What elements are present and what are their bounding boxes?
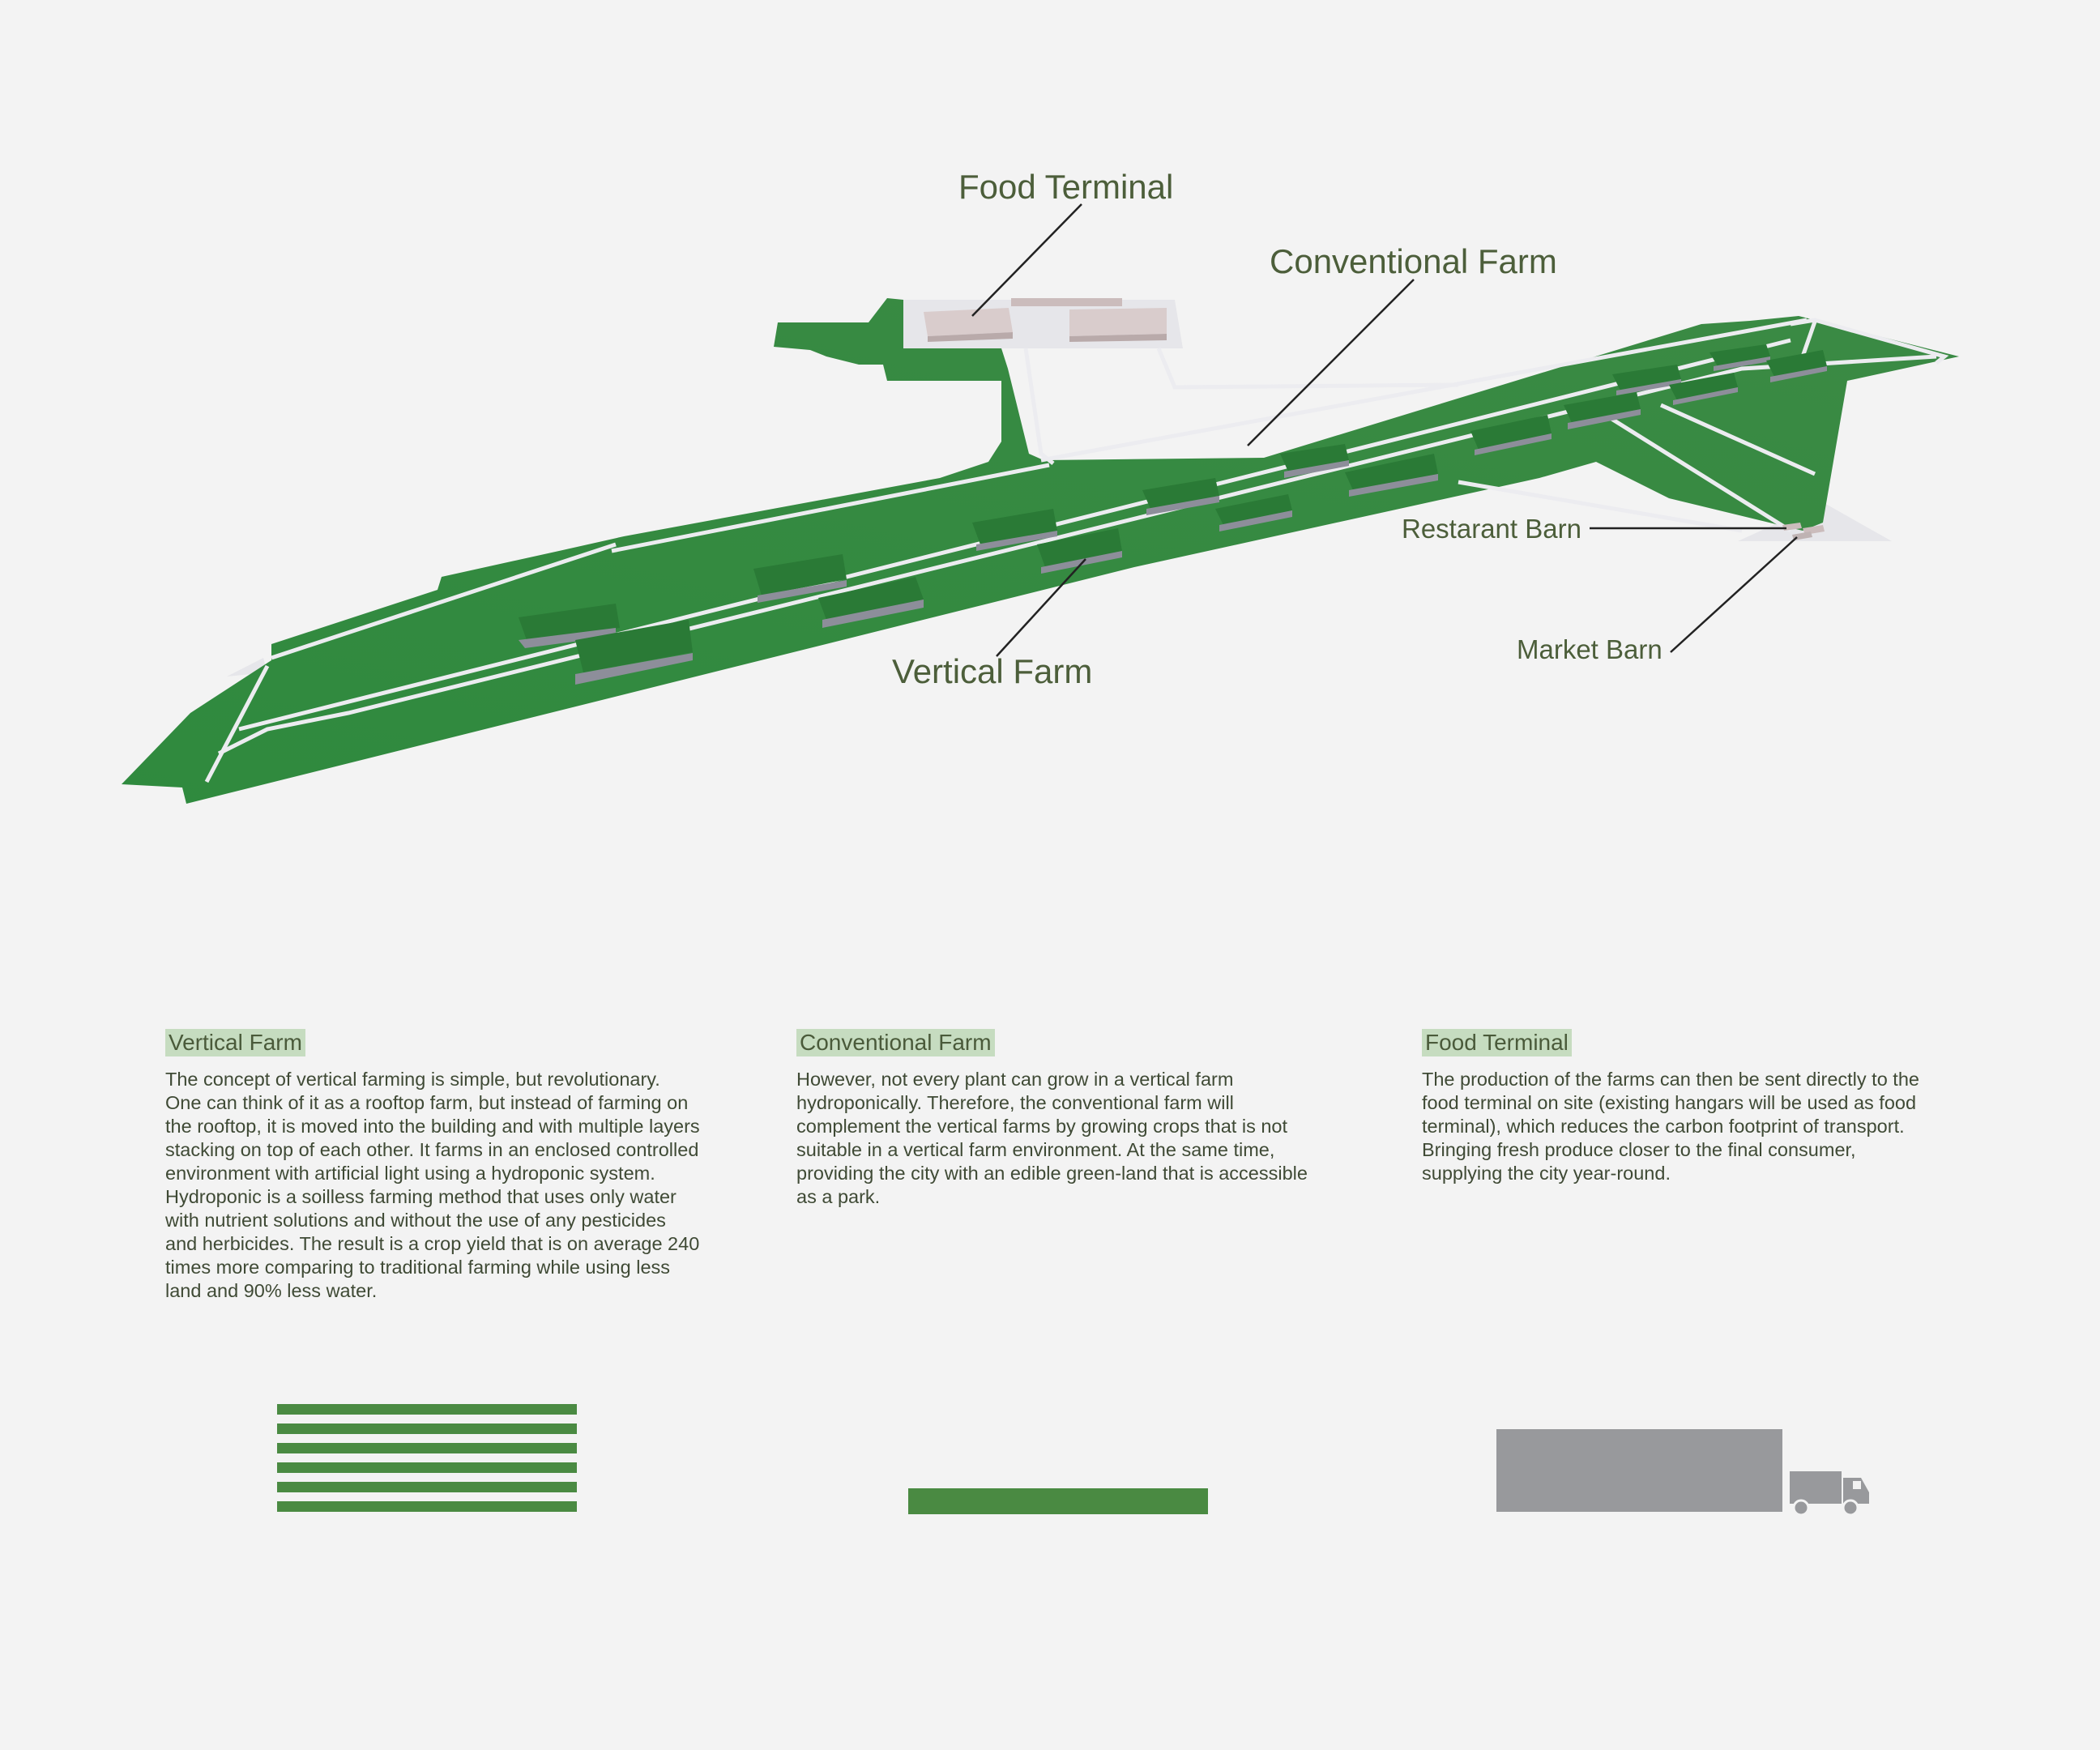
label-market-barn: Market Barn: [1517, 634, 1662, 664]
column-food-terminal: Food Terminal The production of the farm…: [1422, 1029, 1940, 1185]
column-title: Vertical Farm: [165, 1029, 305, 1056]
column-title: Conventional Farm: [796, 1029, 995, 1056]
column-title: Food Terminal: [1422, 1029, 1572, 1056]
single-layer-icon: [908, 1488, 1208, 1514]
label-vertical-farm: Vertical Farm: [892, 652, 1092, 690]
column-vertical-farm: Vertical Farm The concept of vertical fa…: [165, 1029, 700, 1303]
barns: [1782, 523, 1825, 540]
callout-leaders: [971, 203, 1798, 657]
label-food-terminal: Food Terminal: [958, 168, 1173, 206]
column-body: However, not every plant can grow in a v…: [796, 1069, 1308, 1207]
column-body: The production of the farms can then be …: [1422, 1069, 1919, 1184]
food-terminal-hangars: [924, 298, 1167, 342]
column-conventional-farm: Conventional Farm However, not every pla…: [796, 1029, 1331, 1209]
site-plan-diagram: Food Terminal Conventional Farm Vertical…: [122, 168, 1959, 804]
label-conventional-farm: Conventional Farm: [1270, 242, 1557, 280]
stacked-layers-icon: [277, 1404, 577, 1514]
vertical-farm-greenhouses: [519, 344, 1827, 685]
truck-icon: [1790, 1471, 1869, 1517]
label-restaurant-barn: Restarant Barn: [1402, 514, 1581, 544]
column-body: The concept of vertical farming is simpl…: [165, 1069, 700, 1301]
hangar-and-truck-icon: [1496, 1429, 1869, 1517]
